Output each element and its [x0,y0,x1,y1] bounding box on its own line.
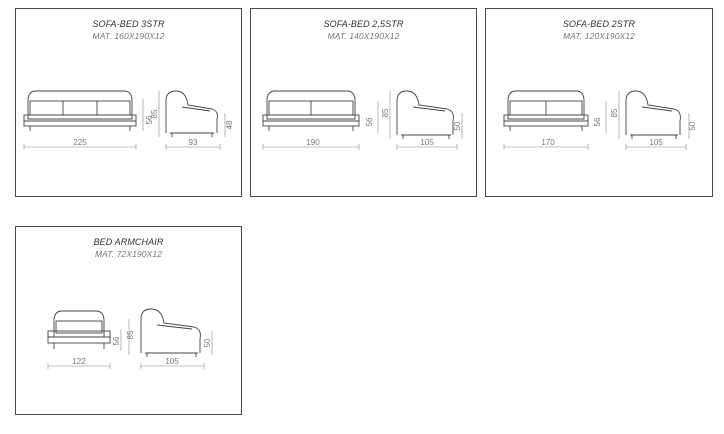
panel-title: BED ARMCHAIR [93,237,164,247]
side-depth-label: 105 [649,138,663,147]
panel-subtitle: MAT. 120X190X12 [563,31,635,41]
sofa-side-view [396,90,454,139]
sofa-front-view [503,90,589,131]
side-seat-height-label: 50 [688,121,697,130]
side-seat-height-label: 48 [225,120,234,129]
front-height-label: 56 [593,117,602,126]
sofa-front-view [23,90,137,131]
dimension-drawing: 56 190 85 50 105 [262,90,463,150]
front-height-label: 56 [145,115,154,124]
side-height-total-label: 85 [610,108,619,117]
front-width-label: 122 [72,357,86,366]
side-height-total-label: 85 [381,108,390,117]
panel-title: SOFA-BED 2,5STR [323,19,404,29]
armchair-side-view [140,308,201,357]
product-panel-bed-armchair: BED ARMCHAIR MAT. 72X190X12 56 122 85 50 [15,226,242,415]
panel-title: SOFA-BED 3STR [92,19,165,29]
side-height-total-label: 85 [126,330,135,339]
sofa-side-view [165,90,218,137]
product-panel-sofa-bed-2-5str: SOFA-BED 2,5STR MAT. 140X190X12 56 190 8… [250,8,477,197]
front-width-label: 190 [306,138,320,147]
dimension-drawing: 56 225 85 48 93 [23,90,234,150]
side-depth-label: 105 [420,138,434,147]
panel-subtitle: MAT. 140X190X12 [327,31,400,41]
front-height-label: 56 [365,117,374,126]
front-height-label: 56 [112,336,121,345]
front-width-label: 170 [541,138,555,147]
panel-subtitle: MAT. 72X190X12 [94,249,163,259]
side-depth-label: 93 [189,138,198,147]
dimension-drawing: 56 122 85 50 105 [47,308,213,369]
product-panel-sofa-bed-2str: SOFA-BED 2STR MAT. 120X190X12 56 170 85 … [485,8,713,197]
sofa-side-view [625,90,681,139]
product-panel-sofa-bed-3str: SOFA-BED 3STR MAT. 160X190X12 56 225 [15,8,242,197]
side-height-total-label: 85 [150,109,159,118]
side-seat-height-label: 50 [203,338,212,347]
sofa-front-view [262,90,360,131]
armchair-front-view [47,310,111,349]
side-depth-label: 105 [165,357,179,366]
front-width-label: 225 [73,138,87,147]
dimension-drawing: 56 170 85 50 105 [503,90,697,150]
panel-subtitle: MAT. 160X190X12 [92,31,165,41]
panel-title: SOFA-BED 2STR [562,19,636,29]
side-seat-height-label: 50 [453,121,462,130]
